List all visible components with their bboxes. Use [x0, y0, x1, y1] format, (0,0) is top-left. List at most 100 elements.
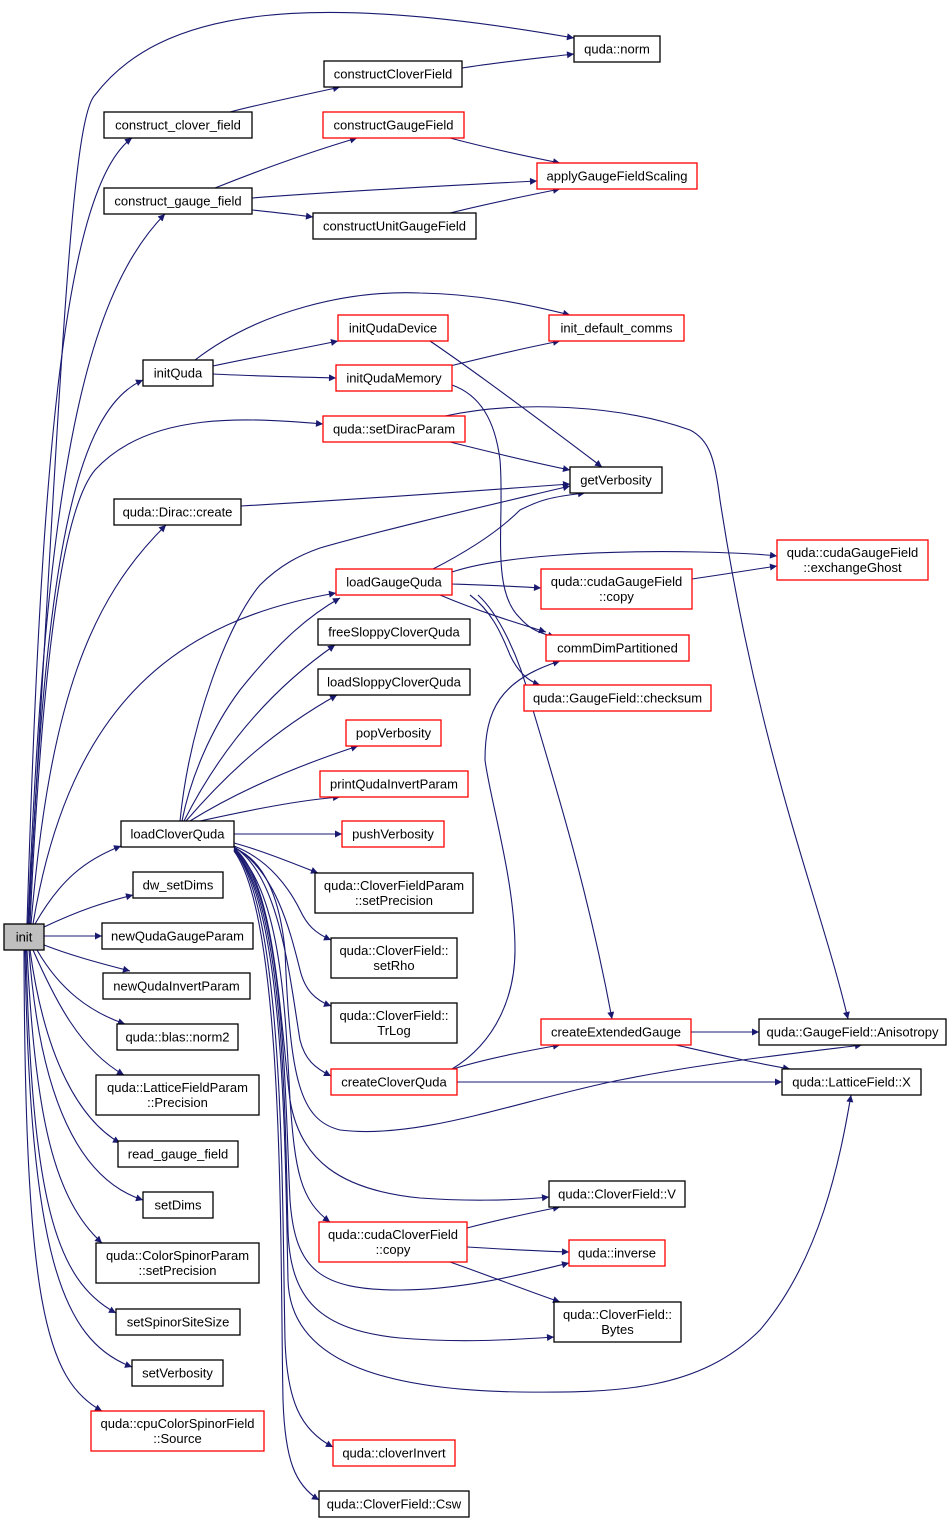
node-label: constructCloverField [334, 67, 453, 82]
node-init[interactable]: init [3, 923, 45, 951]
edge-line [451, 659, 561, 1070]
node-cloverField_V[interactable]: quda::CloverField::V [548, 1180, 686, 1208]
node-cudaGaugeField_exchangeGhost[interactable]: quda::cudaGaugeField::exchangeGhost [776, 539, 929, 581]
edge-line [214, 136, 358, 189]
node-initQuda[interactable]: initQuda [142, 359, 214, 387]
node-label: TrLog [377, 1023, 410, 1038]
edge-line [28, 379, 144, 925]
node-dirac_create[interactable]: quda::Dirac::create [113, 498, 242, 526]
node-loadGaugeQuda[interactable]: loadGaugeQuda [335, 568, 453, 596]
node-cloverFieldParam_setPrecision[interactable]: quda::CloverFieldParam::setPrecision [314, 872, 474, 914]
node-applyGaugeFieldScaling[interactable]: applyGaugeFieldScaling [536, 162, 698, 190]
node-box [545, 634, 690, 662]
edge-cudaCloverField_copy-to-cloverField_V [466, 1204, 561, 1229]
edge-line [26, 949, 103, 1244]
node-cloverField_Csw[interactable]: quda::CloverField::Csw [318, 1490, 470, 1518]
node-constructCloverField[interactable]: constructCloverField [323, 60, 463, 88]
node-initQudaMemory[interactable]: initQudaMemory [335, 364, 453, 392]
edge-constructCloverField-to-quda_norm [461, 51, 575, 69]
edge-construct_clover_field-to-constructCloverField [229, 85, 341, 113]
node-getVerbosity[interactable]: getVerbosity [569, 466, 663, 494]
node-box [553, 1301, 682, 1343]
node-setDiracParam[interactable]: quda::setDiracParam [322, 415, 466, 443]
edge-line [449, 1042, 561, 1071]
edge-loadCloverQuda-to-getVerbosity [179, 484, 571, 822]
node-createCloverQuda[interactable]: createCloverQuda [330, 1068, 458, 1096]
node-gaugeField_Anisotropy[interactable]: quda::GaugeField::Anisotropy [758, 1018, 947, 1046]
node-latticeFieldParam_Precision[interactable]: quda::LatticeFieldParam::Precision [95, 1074, 260, 1116]
node-blas_norm2[interactable]: quda::blas::norm2 [116, 1023, 239, 1051]
node-cpuColorSpinorField_Source[interactable]: quda::cpuColorSpinorField::Source [90, 1410, 265, 1452]
node-label: quda::GaugeField::checksum [533, 691, 702, 706]
edge-line [449, 441, 571, 473]
node-setVerbosity[interactable]: setVerbosity [131, 1359, 224, 1387]
edge-line [675, 1044, 791, 1072]
node-label: quda::cpuColorSpinorField [101, 1416, 255, 1431]
edge-loadCloverQuda-to-loadSloppyCloverQuda [185, 694, 338, 822]
node-box [132, 871, 224, 899]
node-constructGaugeField[interactable]: constructGaugeField [322, 111, 465, 139]
node-latticeField_X[interactable]: quda::LatticeField::X [781, 1068, 922, 1096]
node-setDims[interactable]: setDims [142, 1191, 214, 1219]
node-freeSloppyCloverQuda[interactable]: freeSloppyCloverQuda [317, 618, 471, 646]
edge-init-to-construct_clover_field [26, 137, 133, 925]
node-quda_norm[interactable]: quda::norm [573, 35, 661, 63]
node-dw_setDims[interactable]: dw_setDims [132, 871, 224, 899]
edge-line [451, 551, 778, 573]
node-box [330, 937, 458, 979]
node-cloverInvert[interactable]: quda::cloverInvert [332, 1439, 456, 1467]
node-box [103, 187, 253, 215]
node-pushVerbosity[interactable]: pushVerbosity [341, 820, 445, 848]
node-construct_clover_field[interactable]: construct_clover_field [103, 111, 253, 139]
node-box [568, 1239, 666, 1267]
node-gaugeField_checksum[interactable]: quda::GaugeField::checksum [523, 684, 712, 712]
edge-line [449, 186, 561, 214]
node-newQudaInvertParam[interactable]: newQudaInvertParam [102, 972, 251, 1000]
edge-createCloverQuda-to-commDimPartitioned [451, 659, 561, 1070]
node-loadCloverQuda[interactable]: loadCloverQuda [120, 820, 235, 848]
node-cloverField_setRho[interactable]: quda::CloverField::setRho [330, 937, 458, 979]
edge-line [251, 177, 538, 199]
node-label: quda::cloverInvert [342, 1446, 446, 1461]
node-read_gauge_field[interactable]: read_gauge_field [117, 1140, 239, 1168]
edge-createCloverQuda-to-createExtendedGauge [449, 1042, 561, 1071]
node-label: ::Source [153, 1431, 201, 1446]
edge-line [691, 563, 778, 580]
node-cudaCloverField_copy[interactable]: quda::cudaCloverField::copy [318, 1221, 468, 1263]
node-box [548, 314, 685, 342]
node-cudaGaugeField_copy[interactable]: quda::cudaGaugeField::copy [540, 568, 693, 610]
node-label: createExtendedGauge [551, 1025, 681, 1040]
node-label: printQudaInvertParam [330, 777, 458, 792]
edge-loadCloverQuda-to-cudaCloverField_copy [233, 848, 331, 1223]
node-setSpinorSiteSize[interactable]: setSpinorSiteSize [115, 1308, 241, 1336]
node-box [317, 668, 471, 696]
edge-loadGaugeQuda-to-commDimPartitioned [439, 594, 547, 634]
node-popVerbosity[interactable]: popVerbosity [345, 719, 442, 747]
node-label: ::copy [599, 589, 634, 604]
edge-line [43, 944, 131, 973]
node-cloverField_Bytes[interactable]: quda::CloverField::Bytes [553, 1301, 682, 1343]
node-label: applyGaugeFieldScaling [547, 169, 688, 184]
node-initQudaDevice[interactable]: initQudaDevice [337, 314, 449, 342]
node-constructUnitGaugeField[interactable]: constructUnitGaugeField [312, 212, 477, 240]
node-cloverField_TrLog[interactable]: quda::CloverField::TrLog [330, 1002, 458, 1044]
edge-init-to-loadGaugeQuda [32, 590, 337, 925]
node-loadSloppyCloverQuda[interactable]: loadSloppyCloverQuda [317, 668, 471, 696]
node-colorSpinorParam_setPrecision[interactable]: quda::ColorSpinorParam::setPrecision [95, 1242, 260, 1284]
node-label: quda::inverse [578, 1246, 656, 1261]
node-label: commDimPartitioned [557, 641, 678, 656]
node-commDimPartitioned[interactable]: commDimPartitioned [545, 634, 690, 662]
node-label: quda::CloverField:: [563, 1307, 672, 1322]
node-createExtendedGauge[interactable]: createExtendedGauge [540, 1018, 692, 1046]
edge-loadCloverQuda-to-createCloverQuda [233, 846, 332, 1077]
node-label: quda::GaugeField::Anisotropy [767, 1025, 939, 1040]
node-init_default_comms[interactable]: init_default_comms [548, 314, 685, 342]
edge-init-to-dirac_create [30, 524, 167, 925]
node-box [113, 498, 242, 526]
node-quda_inverse[interactable]: quda::inverse [568, 1239, 666, 1267]
node-label: quda::norm [584, 42, 650, 57]
node-printQudaInvertParam[interactable]: printQudaInvertParam [319, 770, 469, 798]
node-newQudaGaugeParam[interactable]: newQudaGaugeParam [101, 922, 254, 950]
edge-loadCloverQuda-to-cloverFieldParam_setPrecision [233, 842, 319, 874]
node-construct_gauge_field[interactable]: construct_gauge_field [103, 187, 253, 215]
